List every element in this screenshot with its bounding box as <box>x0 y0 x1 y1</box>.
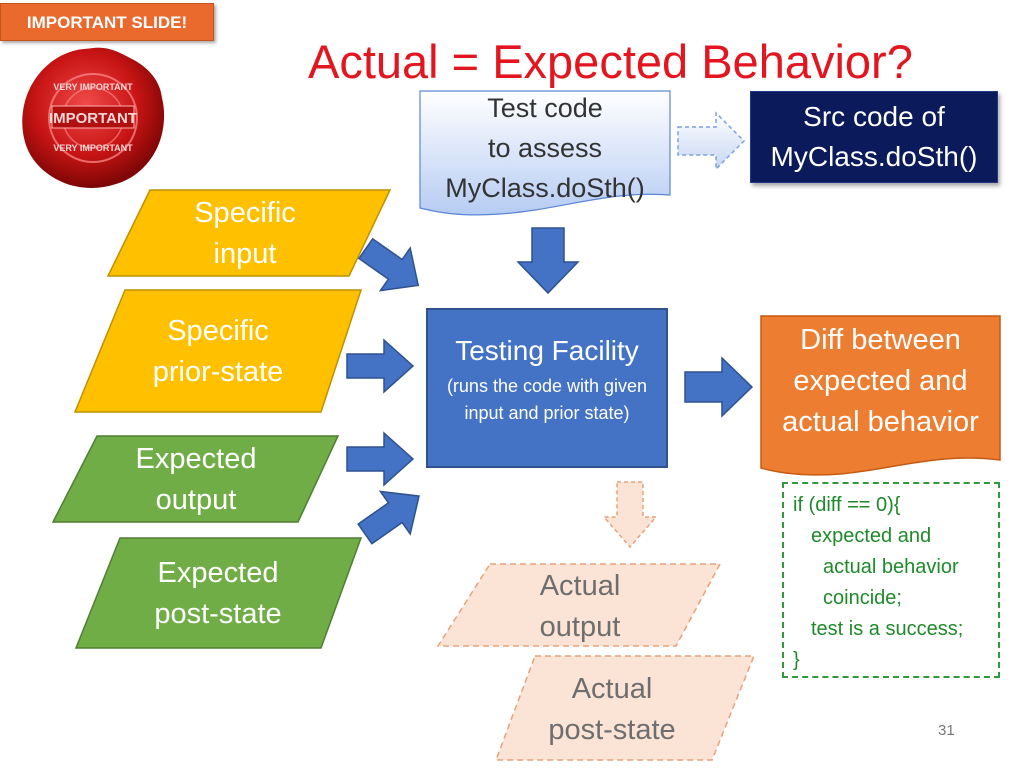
seal-bottom-text: VERY IMPORTANT <box>53 143 133 153</box>
actual-post-state-line1: Actual <box>571 673 653 705</box>
actual-output-line1: Actual <box>539 570 621 602</box>
important-slide-badge: IMPORTANT SLIDE! <box>0 3 214 41</box>
arrow-testing-to-diff <box>684 356 754 418</box>
expected-output-line2: output <box>155 484 237 516</box>
code-line: expected and <box>811 525 932 547</box>
seal-center-text: IMPORTANT <box>49 110 137 127</box>
test-code-line2: to assess <box>487 133 603 163</box>
specific-input-shape <box>106 189 392 277</box>
dashed-arrow-to-actual <box>602 481 658 549</box>
src-code-line1: Src code of <box>803 101 945 132</box>
actual-post-state-label: Actual post-state <box>512 669 712 751</box>
diff-line1: Diff between <box>800 324 961 356</box>
actual-output-shape <box>436 563 722 647</box>
actual-post-state-line2: post-state <box>548 714 676 746</box>
diff-line3: actual behavior <box>782 406 979 438</box>
code-line: actual behavior <box>823 556 959 578</box>
code-line: coincide; <box>823 587 902 609</box>
test-code-line1: Test code <box>487 93 603 123</box>
testing-facility-subtitle: (runs the code with given input and prio… <box>446 376 648 423</box>
actual-output-label: Actual output <box>480 566 680 648</box>
arrow-expected-output-to-testing <box>346 431 415 487</box>
test-code-label: Test code to assess MyClass.doSth() <box>420 88 670 208</box>
arrow-down-to-testing <box>516 227 580 295</box>
expected-output-label: Expected output <box>96 439 296 521</box>
expected-output-line1: Expected <box>135 443 257 475</box>
actual-output-line2: output <box>539 611 621 643</box>
seal-top-text: VERY IMPORTANT <box>53 82 133 92</box>
important-seal-icon: IMPORTANT VERY IMPORTANT VERY IMPORTANT <box>22 47 165 188</box>
specific-prior-state-label: Specific prior-state <box>118 311 318 393</box>
test-code-document <box>419 90 671 216</box>
diff-label: Diff between expected and actual behavio… <box>761 320 1000 443</box>
arrow-expected-post-state-to-testing <box>357 490 420 545</box>
specific-input-label: Specific input <box>150 193 340 275</box>
page-number: 31 <box>938 722 955 739</box>
specific-input-line1: Specific <box>194 197 296 229</box>
expected-post-state-line1: Expected <box>157 557 279 589</box>
actual-post-state-shape <box>494 655 756 761</box>
diff-line2: expected and <box>793 365 968 397</box>
specific-input-line2: input <box>213 238 277 270</box>
expected-post-state-shape <box>74 537 363 649</box>
diff-document <box>760 315 1001 476</box>
dashed-arrow-to-src <box>677 111 746 171</box>
src-code-box: Src code of MyClass.doSth() <box>750 91 998 183</box>
code-line: if (diff == 0){ <box>793 494 901 516</box>
specific-prior-state-line2: prior-state <box>152 356 284 388</box>
arrow-prior-state-to-testing <box>346 338 415 394</box>
expected-post-state-label: Expected post-state <box>118 553 318 635</box>
diff-code-snippet: if (diff == 0){ expected and actual beha… <box>782 482 1000 678</box>
code-line: test is a success; <box>811 618 964 640</box>
code-line: } <box>793 649 800 671</box>
specific-prior-state-shape <box>73 289 363 413</box>
src-code-line2: MyClass.doSth() <box>770 141 978 172</box>
testing-facility-box: Testing Facility (runs the code with giv… <box>426 308 668 468</box>
arrow-input-to-testing <box>357 237 420 292</box>
expected-output-shape <box>51 435 340 523</box>
testing-facility-title: Testing Facility <box>455 335 639 366</box>
slide-title: Actual = Expected Behavior? <box>308 35 913 88</box>
test-code-line3: MyClass.doSth() <box>445 173 645 203</box>
expected-post-state-line2: post-state <box>154 598 282 630</box>
specific-prior-state-line1: Specific <box>167 315 269 347</box>
